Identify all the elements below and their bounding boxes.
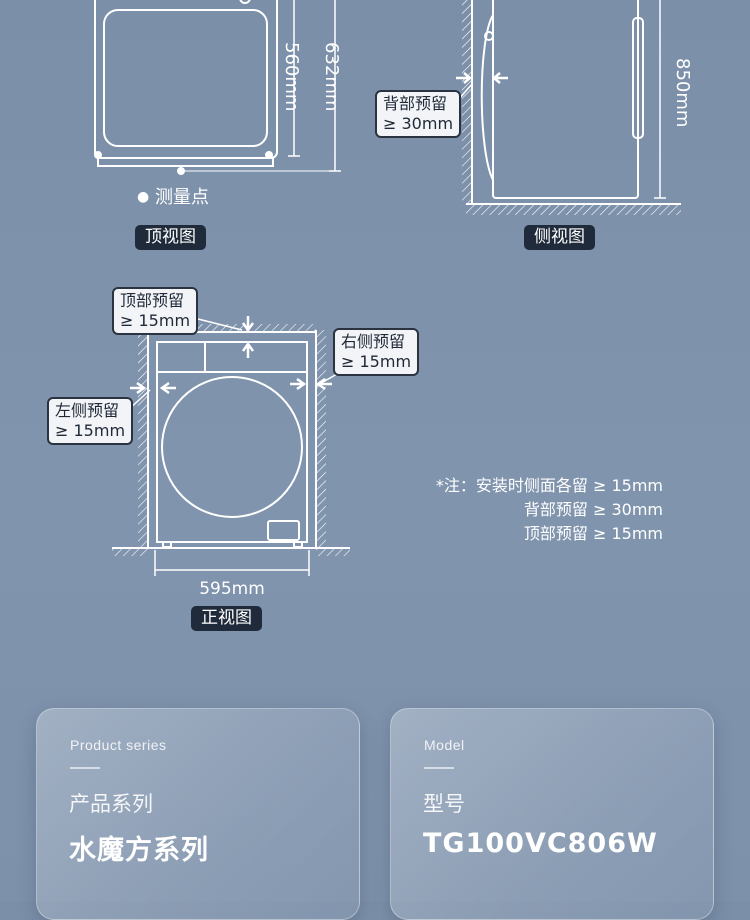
card-divider: [424, 767, 454, 769]
product-series-en-label: Product series: [70, 737, 167, 753]
top-view-total-depth-label: 632mm: [321, 42, 342, 111]
top-view-depth-label: 560mm: [281, 42, 302, 111]
model-en-label: Model: [424, 737, 465, 753]
note-line-2: 背部预留 ≥ 30mm: [523, 500, 663, 519]
front-view-width-label: 595mm: [199, 579, 265, 599]
side-view-tag: 侧视图: [524, 225, 595, 250]
front-left-wall-hatch: [138, 330, 148, 548]
back-clearance-line1: 背部预留: [383, 94, 448, 113]
top-view-machine-outline: [94, 0, 278, 159]
back-clearance-callout: 背部预留 ≥ 30mm: [375, 90, 462, 138]
top-view-tag: 顶视图: [135, 225, 206, 250]
front-right-wall-hatch: [316, 330, 326, 548]
top-clearance-callout: 顶部预留 ≥ 15mm: [112, 287, 199, 335]
product-series-value: 水魔方系列: [69, 835, 209, 866]
product-series-cn-label: 产品系列: [69, 792, 153, 816]
note-line-1: *注：安装时侧面各留 ≥ 15mm: [435, 476, 663, 495]
side-floor-hatch: [466, 205, 681, 215]
left-clearance-line1: 左侧预留: [55, 401, 120, 420]
product-series-card: Product series 产品系列 水魔方系列: [36, 708, 360, 920]
top-clearance-line1: 顶部预留: [120, 291, 185, 310]
front-view-machine-outline: [156, 341, 308, 543]
measure-point-label: 测量点: [154, 187, 209, 208]
left-clearance-callout: 左侧预留 ≥ 15mm: [47, 397, 134, 445]
top-clearance-line2: ≥ 15mm: [120, 311, 191, 330]
note-line-3: 顶部预留 ≥ 15mm: [523, 524, 663, 543]
top-view-base: [97, 158, 274, 167]
model-cn-label: 型号: [423, 792, 465, 816]
left-clearance-line2: ≥ 15mm: [55, 421, 126, 440]
top-view-drawing: [94, 0, 341, 175]
right-clearance-line2: ≥ 15mm: [341, 352, 412, 371]
card-divider: [70, 767, 100, 769]
measure-point-dot: [177, 167, 185, 175]
front-view-door: [161, 376, 303, 518]
front-view-tag: 正视图: [191, 606, 262, 631]
side-view-drawing: [456, 0, 681, 215]
model-card: Model 型号 TG100VC806W: [390, 708, 714, 920]
top-view-lid: [103, 9, 268, 147]
front-view-drawing: [112, 83, 473, 576]
side-view-machine-outline: [492, 0, 639, 199]
right-clearance-callout: 右侧预留 ≥ 15mm: [333, 328, 420, 376]
measure-point-legend: ● 测量点: [137, 183, 209, 209]
installation-diagram: 560mm 632mm 850mm: [94, 0, 693, 599]
model-value: TG100VC806W: [423, 828, 658, 859]
side-wall-hatch: [462, 0, 472, 205]
measure-point-bullet-icon: ●: [137, 189, 150, 205]
back-clearance-line2: ≥ 30mm: [383, 114, 454, 133]
side-view-height-label: 850mm: [672, 58, 693, 127]
right-clearance-line1: 右侧预留: [341, 332, 406, 351]
